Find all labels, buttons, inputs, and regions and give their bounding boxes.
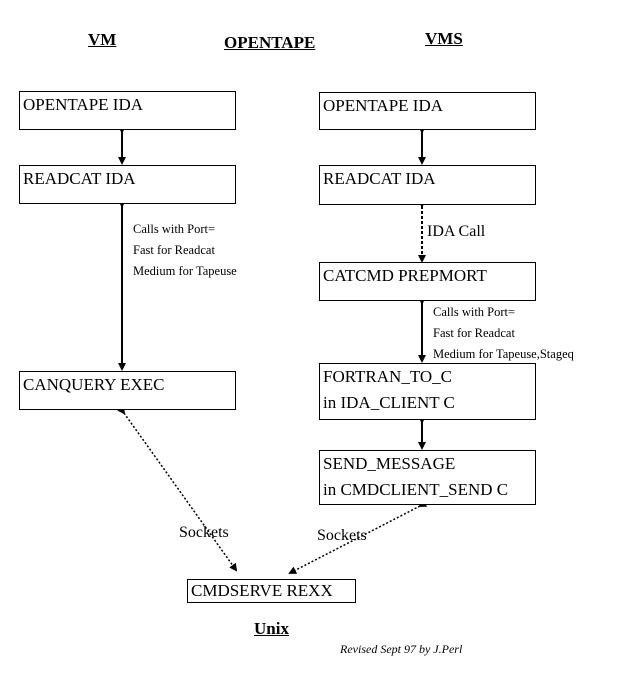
note-line: Calls with Port= [133,222,216,236]
box-vms-send-message: SEND_MESSAGE in CMDCLIENT_SEND C [319,450,536,505]
box-label-line-2: in IDA_CLIENT C [323,393,455,412]
box-label: CMDSERVE REXX [191,581,333,600]
arrow-socket-vm [117,405,238,572]
note-line: Medium for Tapeuse,Stageq [433,347,574,361]
vms-port-note: Calls with Port= Fast for Readcat Medium… [433,302,574,365]
box-label: READCAT IDA [23,169,136,188]
arrow-socket-vms [288,499,428,574]
box-vm-opentape-ida: OPENTAPE IDA [19,91,236,130]
diagram-title: OPENTAPE [224,33,316,52]
box-unix-cmdserve-rexx: CMDSERVE REXX [187,579,356,603]
box-label-line-1: SEND_MESSAGE [323,454,456,473]
box-label: OPENTAPE IDA [323,96,443,115]
box-vms-opentape-ida: OPENTAPE IDA [319,92,536,130]
header-vms: VMS [425,29,463,48]
box-vms-readcat-ida: READCAT IDA [319,165,536,205]
note-line: Fast for Readcat [433,326,515,340]
box-label: READCAT IDA [323,169,436,188]
box-label: CATCMD PREPMORT [323,266,487,285]
revision-credit: Revised Sept 97 by J.Perl [340,642,463,656]
note-line: Medium for Tapeuse [133,264,237,278]
box-label-line-1: FORTRAN_TO_C [323,367,453,386]
box-vm-readcat-ida: READCAT IDA [19,165,236,204]
box-label: OPENTAPE IDA [23,95,143,114]
box-vms-fortran-to-c: FORTRAN_TO_C in IDA_CLIENT C [319,363,536,420]
sockets-label-vms: Sockets [317,527,367,544]
box-vms-catcmd-prepmort: CATCMD PREPMORT [319,262,536,301]
sockets-label-vm: Sockets [179,524,229,541]
header-unix: Unix [254,619,289,638]
box-label-line-2: in CMDCLIENT_SEND C [323,480,509,499]
vm-port-note: Calls with Port= Fast for Readcat Medium… [133,219,237,282]
box-label: CANQUERY EXEC [23,375,165,394]
box-vm-canquery-exec: CANQUERY EXEC [19,371,236,410]
header-vm: VM [88,30,117,49]
note-line: Fast for Readcat [133,243,215,257]
note-line: Calls with Port= [433,305,516,319]
ida-call-label: IDA Call [427,223,486,240]
